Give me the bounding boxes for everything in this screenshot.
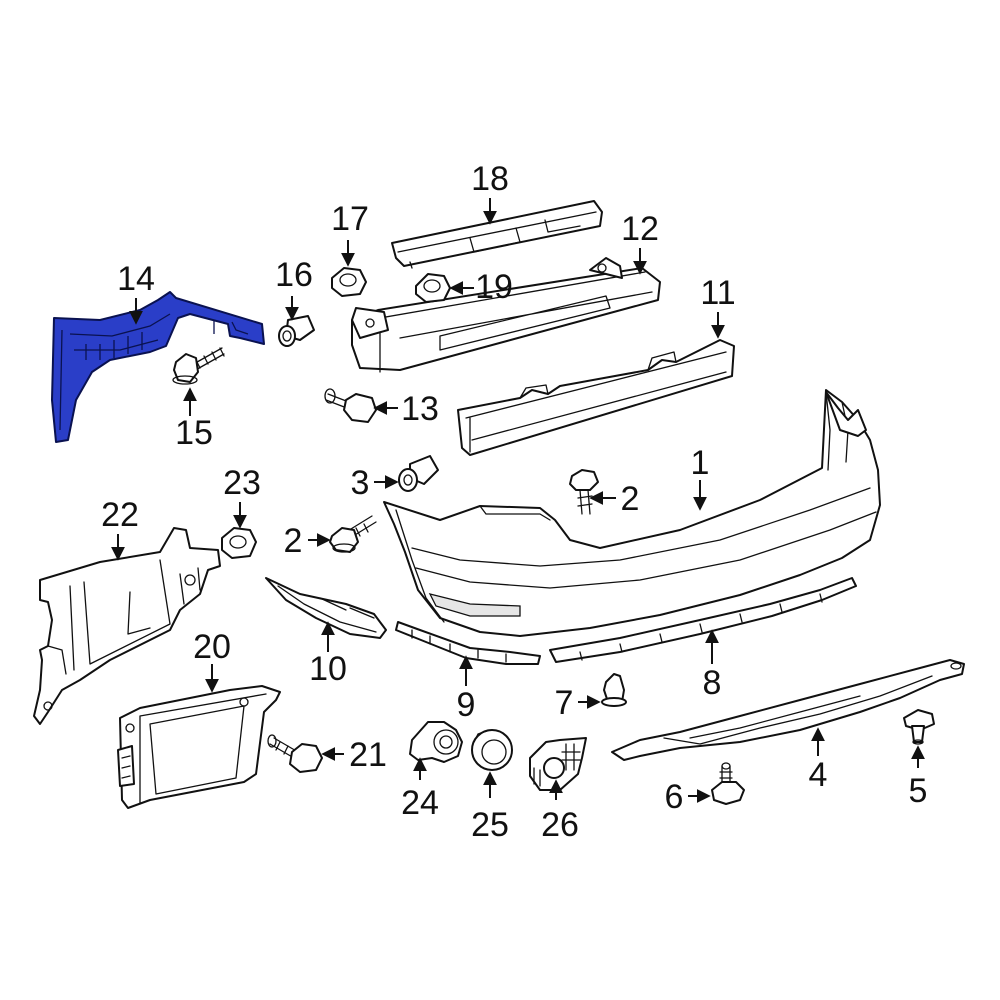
- callout-18: 18: [471, 160, 509, 198]
- callout-3: 3: [351, 464, 370, 502]
- callout-7: 7: [555, 684, 574, 722]
- part-11-absorber[interactable]: [457, 339, 735, 456]
- part-24-sensor[interactable]: [409, 721, 463, 763]
- callout-17: 17: [331, 200, 369, 238]
- leader-lines: [111, 198, 925, 803]
- part-4-diffuser[interactable]: [611, 659, 965, 761]
- callout-11: 11: [700, 274, 735, 312]
- callout-14: 14: [117, 260, 155, 298]
- part-9-molding[interactable]: [395, 621, 541, 665]
- callout-19: 19: [475, 268, 513, 306]
- part-13-bolt[interactable]: [324, 388, 377, 423]
- part-12-impact-bar[interactable]: [351, 257, 661, 373]
- callout-21: 21: [349, 736, 387, 774]
- callout-25: 25: [471, 806, 509, 844]
- part-21-bolt[interactable]: [267, 734, 323, 773]
- part-8-strip[interactable]: [549, 577, 857, 663]
- part-2-screw-upper[interactable]: [569, 469, 599, 515]
- part-1-bumper-cover[interactable]: [383, 389, 881, 637]
- callout-5: 5: [909, 772, 928, 810]
- part-15-bolt[interactable]: [172, 347, 225, 385]
- callout-20: 20: [193, 628, 231, 666]
- callout-1: 1: [691, 444, 710, 482]
- callout-8: 8: [703, 664, 722, 702]
- callout-12: 12: [621, 210, 659, 248]
- callout-16: 16: [275, 256, 313, 294]
- part-16-clip[interactable]: [278, 315, 315, 347]
- part-10-trim[interactable]: [265, 577, 387, 639]
- part-22-bracket[interactable]: [33, 527, 221, 725]
- part-7-clip[interactable]: [601, 673, 627, 707]
- callout-13: 13: [401, 390, 439, 428]
- part-6-bolt[interactable]: [711, 762, 745, 805]
- part-26-holder[interactable]: [529, 737, 587, 791]
- part-25-bezel[interactable]: [471, 729, 513, 771]
- callout-6: 6: [665, 778, 684, 816]
- callout-numbers: 1 2 2 3 4 5 6 7 8 9 10 11 12 13 14 15 16…: [101, 160, 927, 844]
- part-3-grommet[interactable]: [398, 455, 439, 492]
- part-5-clip[interactable]: [903, 709, 935, 745]
- callout-2-left: 2: [284, 522, 303, 560]
- part-18-strip[interactable]: [391, 200, 603, 269]
- part-19-nut[interactable]: [415, 273, 451, 303]
- part-23-nut[interactable]: [221, 527, 257, 559]
- callout-26: 26: [541, 806, 579, 844]
- part-20-module[interactable]: [117, 685, 281, 809]
- part-17-nut[interactable]: [331, 267, 367, 297]
- callout-9: 9: [457, 686, 476, 724]
- callout-4: 4: [809, 756, 828, 794]
- callout-10: 10: [309, 650, 347, 688]
- callout-23: 23: [223, 464, 261, 502]
- callout-2-upper: 2: [621, 480, 640, 518]
- callout-15: 15: [175, 414, 213, 452]
- callout-24: 24: [401, 784, 439, 822]
- part-2-screw-left[interactable]: [329, 515, 377, 553]
- callout-22: 22: [101, 496, 139, 534]
- part-14-bracket-highlighted[interactable]: [51, 291, 265, 443]
